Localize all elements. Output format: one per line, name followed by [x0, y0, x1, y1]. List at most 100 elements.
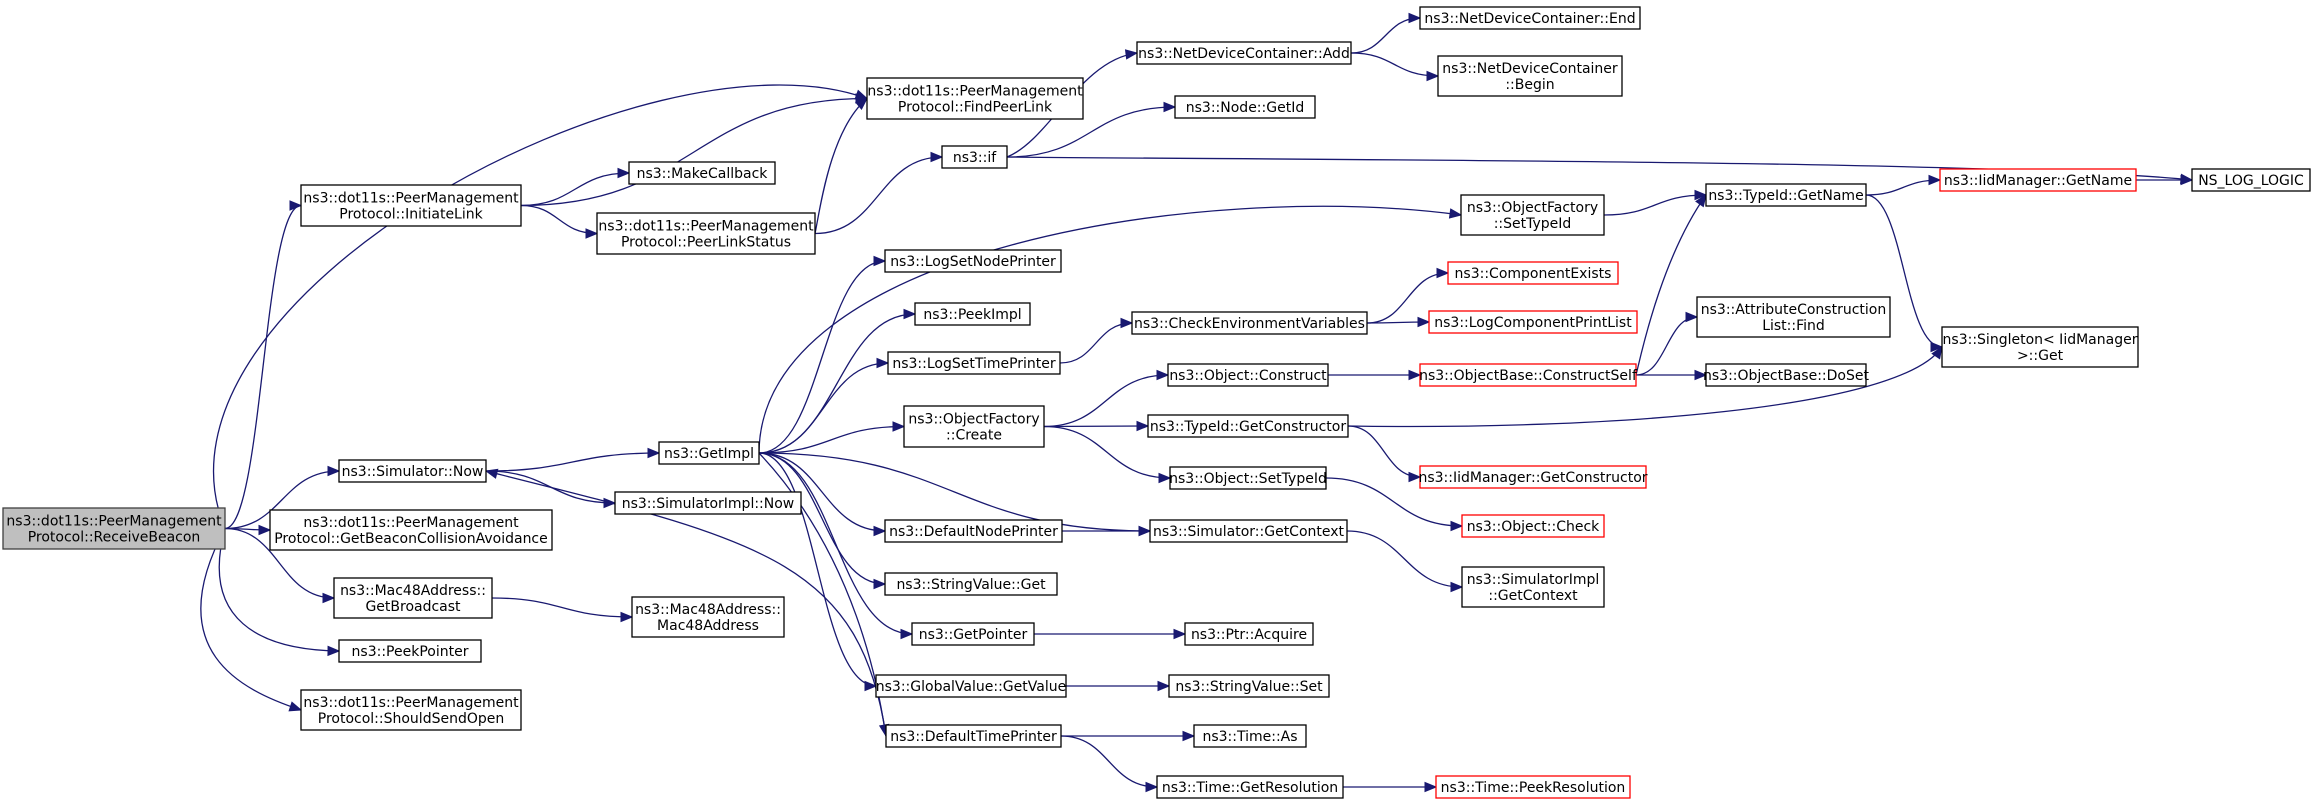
node-box: [1419, 465, 1647, 489]
node-simimpl-now[interactable]: ns3::SimulatorImpl::Now: [614, 491, 802, 515]
node-receive-beacon[interactable]: ns3::dot11s::PeerManagementProtocol::Rec…: [2, 507, 226, 550]
node-ns3-if[interactable]: ns3::if: [941, 145, 1008, 169]
edge-arrowhead: [903, 308, 917, 320]
node-objectbase-construct-self[interactable]: ns3::ObjectBase::ConstructSelf: [1419, 363, 1638, 387]
edge-arrowhead: [1436, 267, 1450, 279]
node-iid-getconstructor[interactable]: ns3::IidManager::GetConstructor: [1418, 465, 1648, 489]
node-ptr-acquire[interactable]: ns3::Ptr::Acquire: [1184, 622, 1314, 646]
node-time-getresolution[interactable]: ns3::Time::GetResolution: [1156, 775, 1344, 799]
node-box: [1193, 724, 1307, 748]
edge-arrowhead: [585, 228, 599, 239]
node-log-component-print-list[interactable]: ns3::LogComponentPrintList: [1428, 310, 1638, 334]
node-check-env-vars[interactable]: ns3::CheckEnvironmentVariables: [1131, 311, 1368, 335]
node-label-line: ns3::StringValue::Get: [896, 577, 1046, 593]
node-typeid-getconstructor[interactable]: ns3::TypeId::GetConstructor: [1147, 414, 1349, 438]
edge-arrowhead: [1426, 70, 1440, 82]
node-stringvalue-get[interactable]: ns3::StringValue::Get: [884, 572, 1058, 596]
node-object-construct[interactable]: ns3::Object::Construct: [1167, 363, 1329, 387]
call-edge: [1043, 374, 1169, 428]
node-box: [941, 145, 1008, 169]
node-ns-log-logic[interactable]: NS_LOG_LOGIC: [2191, 168, 2311, 192]
edge-arrowhead: [1120, 317, 1134, 329]
node-get-impl[interactable]: ns3::GetImpl: [658, 441, 760, 465]
node-make-callback[interactable]: ns3::MakeCallback: [628, 161, 776, 185]
node-iid-getname[interactable]: ns3::IidManager::GetName: [1939, 168, 2137, 192]
edge-arrowhead: [1424, 781, 1438, 793]
node-initiate-link[interactable]: ns3::dot11s::PeerManagementProtocol::Ini…: [300, 184, 522, 227]
node-find-peer-link[interactable]: ns3::dot11s::PeerManagementProtocol::Fin…: [866, 77, 1084, 120]
node-of-settypeid[interactable]: ns3::ObjectFactory::SetTypeId: [1460, 194, 1605, 236]
node-globalvalue-getvalue[interactable]: ns3::GlobalValue::GetValue: [875, 674, 1067, 698]
node-box: [875, 674, 1067, 698]
node-label-line: ns3::Node::GetId: [1186, 100, 1304, 116]
node-peer-link-status[interactable]: ns3::dot11s::PeerManagementProtocol::Pee…: [596, 212, 816, 255]
call-edge: [758, 452, 877, 687]
node-singleton-get[interactable]: ns3::Singleton< IidManager >::Get: [1941, 326, 2139, 368]
node-box: [1437, 55, 1623, 97]
node-mac48-ctor[interactable]: ns3::Mac48Address::Mac48Address: [631, 596, 785, 638]
node-box: [1184, 622, 1314, 646]
call-edge: [1347, 346, 1943, 428]
node-of-create[interactable]: ns3::ObjectFactory::Create: [903, 405, 1045, 448]
node-box: [1447, 261, 1619, 285]
node-label-line: Protocol::PeerLinkStatus: [621, 235, 791, 251]
node-label-line: ns3::IidManager::GetName: [1944, 173, 2132, 189]
node-label-line: ns3::Simulator::Now: [342, 464, 484, 480]
node-label-line: ns3::DefaultTimePrinter: [890, 729, 1057, 745]
node-label-line: ::Create: [946, 428, 1002, 444]
call-edge: [224, 527, 335, 599]
node-peek-impl[interactable]: ns3::PeekImpl: [914, 302, 1031, 326]
node-box: [658, 441, 760, 465]
node-time-as[interactable]: ns3::Time::As: [1193, 724, 1307, 748]
node-label-line: Protocol::GetBeaconCollisionAvoidance: [274, 531, 548, 547]
node-log-set-node-printer[interactable]: ns3::LogSetNodePrinter: [884, 249, 1062, 273]
edge-arrowhead: [1695, 193, 1707, 208]
node-ndc-end[interactable]: ns3::NetDeviceContainer::End: [1419, 6, 1641, 30]
edge-arrowhead: [620, 611, 634, 623]
edge-arrowhead: [288, 701, 303, 712]
edge-arrowhead: [1450, 581, 1464, 593]
edge-arrowhead: [1138, 525, 1152, 537]
node-simimpl-getcontext[interactable]: ns3::SimulatorImpl::GetContext: [1461, 566, 1605, 608]
node-label-line: ns3::if: [953, 150, 997, 166]
node-log-set-time-printer[interactable]: ns3::LogSetTimePrinter: [887, 351, 1061, 375]
node-object-check[interactable]: ns3::Object::Check: [1461, 514, 1605, 538]
node-objectbase-doset[interactable]: ns3::ObjectBase::DoSet: [1703, 363, 1869, 387]
node-label-line: ns3::NetDeviceContainer: [1442, 61, 1618, 77]
node-box: [1168, 674, 1330, 698]
edge-arrowhead: [1158, 472, 1172, 484]
call-edge: [491, 597, 633, 618]
node-default-time-printer[interactable]: ns3::DefaultTimePrinter: [885, 724, 1062, 748]
node-component-exists[interactable]: ns3::ComponentExists: [1447, 261, 1619, 285]
node-typeid-getname[interactable]: ns3::TypeId::GetName: [1705, 183, 1867, 207]
node-object-settypeid[interactable]: ns3::Object::SetTypeId: [1169, 466, 1327, 490]
node-box: [1460, 194, 1605, 236]
node-label-line: ns3::GetImpl: [664, 446, 754, 462]
edge-arrowhead: [1450, 520, 1464, 532]
node-simulator-getcontext[interactable]: ns3::Simulator::GetContext: [1149, 519, 1348, 543]
node-time-peekresolution[interactable]: ns3::Time::PeekResolution: [1435, 775, 1631, 799]
node-mac48-getbroadcast[interactable]: ns3::Mac48Address::GetBroadcast: [333, 577, 493, 619]
node-ndc-begin[interactable]: ns3::NetDeviceContainer::Begin: [1437, 55, 1623, 97]
node-should-send-open[interactable]: ns3::dot11s::PeerManagementProtocol::Sho…: [300, 689, 522, 731]
edge-arrowhead: [876, 357, 890, 369]
node-box: [333, 577, 493, 619]
node-peek-pointer[interactable]: ns3::PeekPointer: [338, 639, 482, 663]
call-edge: [1347, 425, 1421, 478]
node-simulator-now[interactable]: ns3::Simulator::Now: [338, 459, 487, 483]
node-get-pointer[interactable]: ns3::GetPointer: [911, 622, 1035, 646]
edge-arrowhead: [1417, 316, 1431, 328]
call-edge: [1635, 316, 1698, 376]
node-ndc-add[interactable]: ns3::NetDeviceContainer::Add: [1136, 41, 1352, 65]
node-default-node-printer[interactable]: ns3::DefaultNodePrinter: [884, 519, 1063, 543]
node-box: [911, 622, 1035, 646]
node-box: [1705, 183, 1867, 207]
node-box: [338, 639, 482, 663]
call-edge: [1350, 17, 1421, 54]
node-label-line: ns3::ObjectFactory: [908, 412, 1039, 428]
node-node-getid[interactable]: ns3::Node::GetId: [1174, 95, 1316, 119]
edge-arrowhead: [892, 421, 906, 432]
node-stringvalue-set[interactable]: ns3::StringValue::Set: [1168, 674, 1330, 698]
node-get-beacon-collision[interactable]: ns3::dot11s::PeerManagementProtocol::Get…: [269, 509, 553, 551]
